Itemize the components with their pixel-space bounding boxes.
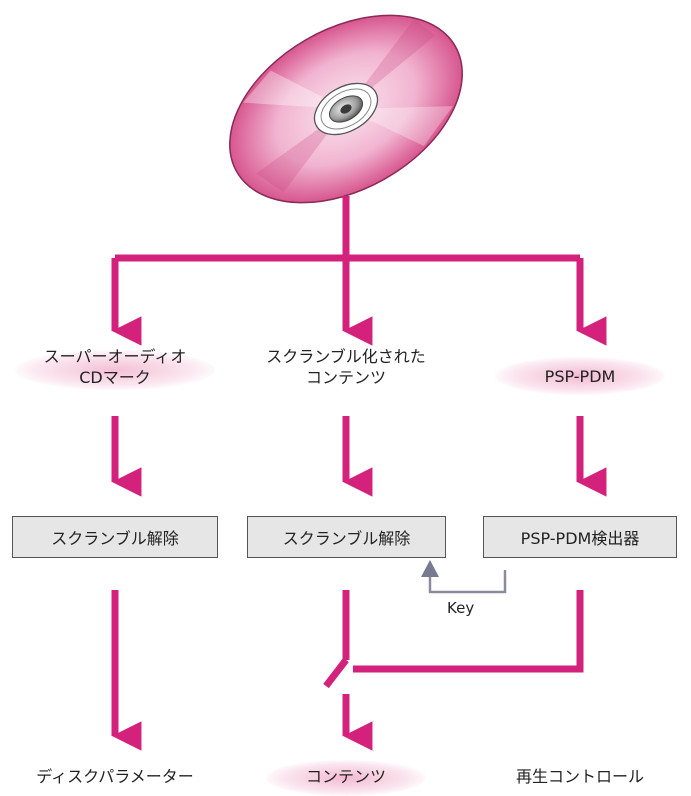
key-arrowhead bbox=[421, 560, 439, 577]
left-descramble-box: スクランブル解除 bbox=[12, 516, 218, 558]
left-output-label: ディスクパラメーター bbox=[5, 766, 225, 787]
key-label: Key bbox=[447, 599, 474, 617]
middle-output-label: コンテンツ bbox=[266, 766, 426, 787]
psp-pdm-detector-box: PSP-PDM検出器 bbox=[483, 516, 677, 558]
left-source-label: スーパーオーディオ CDマーク bbox=[15, 346, 215, 388]
middle-source-label: スクランブル化された コンテンツ bbox=[246, 346, 446, 388]
distribution-lines bbox=[115, 196, 580, 258]
right-source-label: PSP-PDM bbox=[495, 366, 665, 387]
right-output-label: 再生コントロール bbox=[495, 766, 665, 787]
flow-arrows bbox=[115, 258, 580, 736]
key-connector bbox=[421, 560, 505, 592]
switch-contact bbox=[326, 660, 346, 686]
middle-descramble-box: スクランブル解除 bbox=[247, 516, 446, 558]
